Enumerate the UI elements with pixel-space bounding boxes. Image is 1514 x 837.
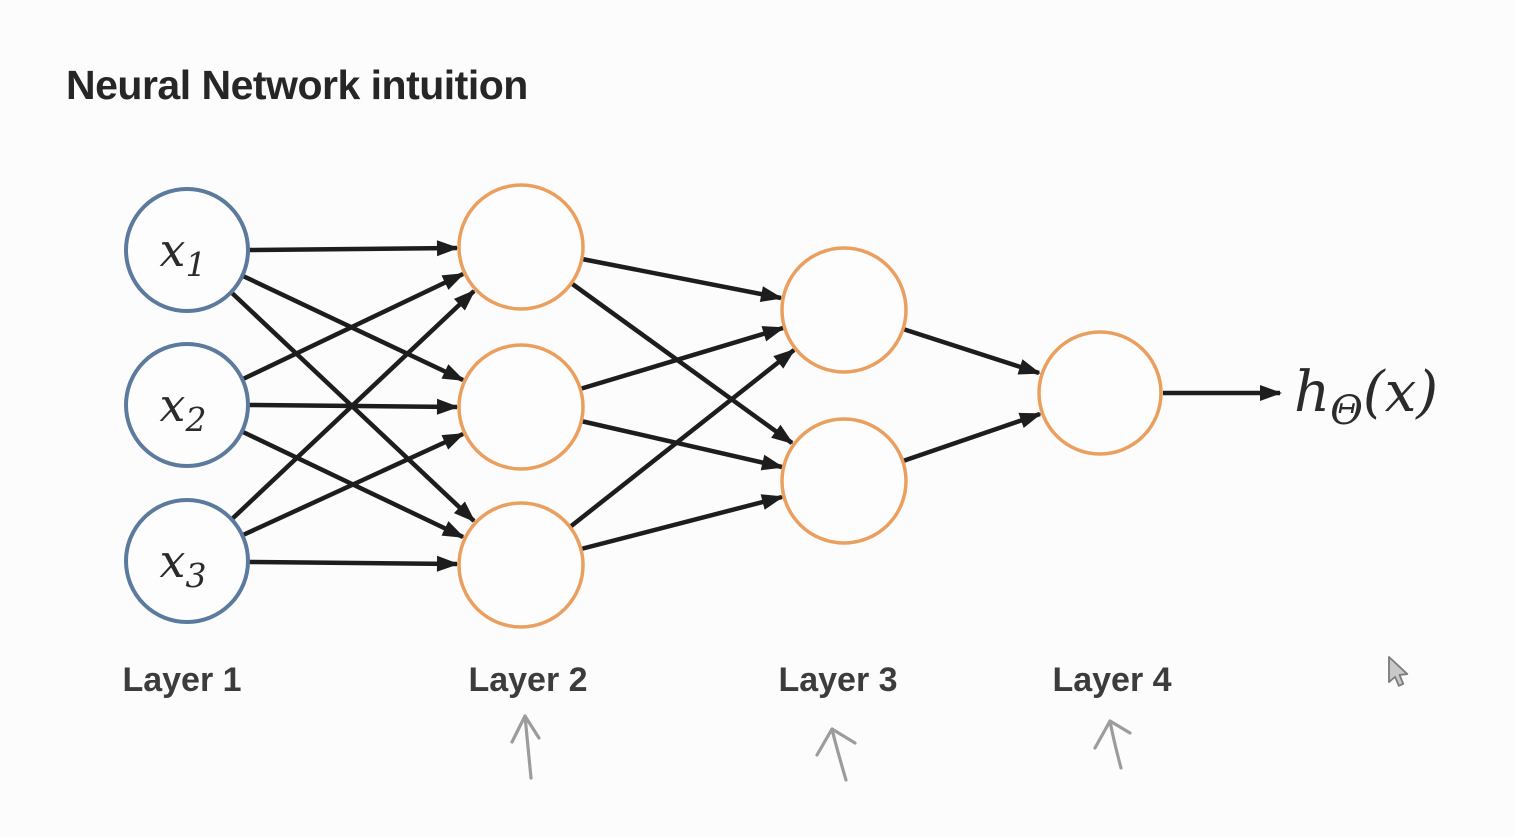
layer4-nodes <box>1037 330 1163 456</box>
layer2-nodes <box>457 183 585 629</box>
edge <box>248 240 459 257</box>
layer3-nodes <box>780 246 908 545</box>
input-node-x3 <box>124 498 250 624</box>
output-node <box>1037 330 1163 456</box>
edge <box>579 325 785 392</box>
input-node-x2 <box>124 342 250 468</box>
hypothesis-label: hΘ(x) <box>1294 360 1438 434</box>
edge <box>580 494 784 552</box>
layer-label-1: Layer 1 <box>122 661 242 699</box>
edge <box>902 411 1042 464</box>
hand-arrow-shaft <box>830 727 848 782</box>
layer-label-2: Layer 2 <box>468 661 588 699</box>
hand-arrow-head <box>815 727 857 757</box>
hidden-node <box>457 501 585 629</box>
hidden-node <box>457 183 585 311</box>
edge <box>902 326 1041 376</box>
edge <box>580 418 784 471</box>
edges-layer1-to-layer2 <box>230 240 476 572</box>
layer-label-3: Layer 3 <box>778 661 898 699</box>
edge <box>242 431 465 538</box>
input-node-label-x3: x3 <box>160 534 207 595</box>
edges-layer3-to-layer4 <box>902 326 1042 464</box>
edge <box>568 348 796 529</box>
input-node-x1 <box>124 187 250 313</box>
edge <box>569 281 794 445</box>
input-node-label-x2: x2 <box>160 378 207 439</box>
edge <box>230 289 476 521</box>
hidden-node <box>780 246 908 374</box>
edge <box>581 256 783 303</box>
hidden-node <box>780 417 908 545</box>
slide-title: Neural Network intuition <box>66 62 528 108</box>
hand-arrow-under-layer2 <box>510 714 541 780</box>
hand-arrow-shaft <box>1108 719 1123 770</box>
hidden-node <box>457 343 585 471</box>
hand-arrow-under-layer3 <box>815 727 857 782</box>
hand-arrow-head <box>510 714 541 744</box>
layer-label-4: Layer 4 <box>1052 661 1172 699</box>
mouse-cursor-icon <box>1388 656 1409 687</box>
edges-layer2-to-layer3 <box>568 256 796 552</box>
hand-arrow-head <box>1093 719 1132 750</box>
edge <box>242 271 465 382</box>
layer1-nodes: x1 x2 x3 <box>124 187 250 624</box>
hand-arrow-shaft <box>523 714 533 780</box>
hand-arrow-under-layer4 <box>1093 719 1132 770</box>
input-node-label-x1: x1 <box>160 223 207 284</box>
edge <box>248 555 459 572</box>
